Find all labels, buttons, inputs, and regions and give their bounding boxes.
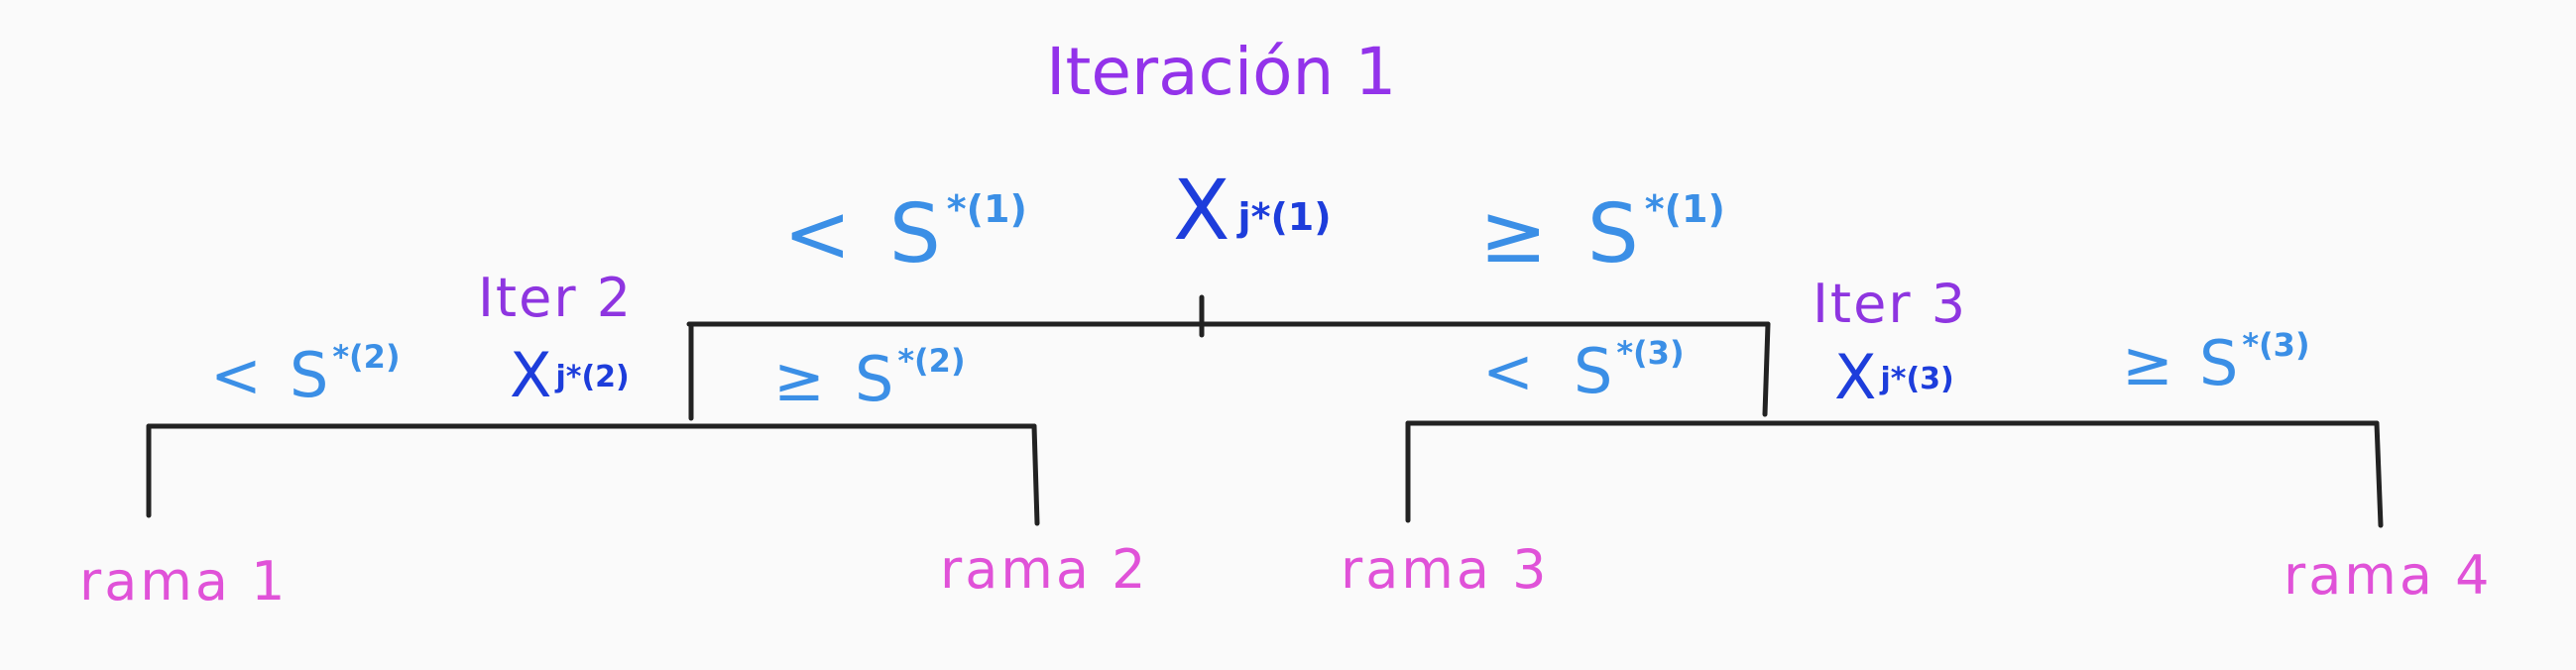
left-node-left-operator: < [210,339,262,411]
left-node-right-drop-line [1031,423,1040,526]
left-node-right-threshold-s: S [854,343,894,415]
right-node-right-operator: ≥ [2122,327,2173,399]
leaf-label: rama 1 [79,550,289,613]
root-right-threshold-s: S [1586,187,1639,281]
root-right-drop-line [1762,321,1771,417]
leaf-label: rama 3 [1341,538,1550,601]
left-node-variable-base: X [510,339,552,411]
left-node-variable: X j*(2) [510,345,630,406]
left-node-left-threshold: < S *(2) [210,339,401,411]
root-left-threshold: < S *(1) [783,187,1027,281]
right-node-variable-subscript: j*(3) [1880,362,1954,396]
right-node-left-threshold-superscript: *(3) [1616,334,1685,372]
leaf-label: rama 2 [940,538,1149,601]
right-node-iteration-label: Iter 3 [1813,273,1968,335]
left-node-variable-subscript: j*(2) [555,360,630,394]
right-node-right-threshold: ≥ S *(3) [2122,327,2310,399]
root-left-threshold-superscript: *(1) [946,187,1027,231]
root-right-threshold: ≥ S *(1) [1479,187,1725,281]
right-node-right-threshold-superscript: *(3) [2242,326,2310,364]
left-node-left-threshold-s: S [289,339,329,411]
root-left-operator: < [783,187,852,281]
diagram-title: Iteración 1 [1046,34,1397,110]
left-node-iteration-label: Iter 2 [478,267,634,329]
root-variable: X j*(1) [1173,168,1332,252]
root-variable-base: X [1173,162,1230,259]
left-node-right-threshold-superscript: *(2) [897,342,966,380]
root-right-threshold-superscript: *(1) [1644,187,1725,231]
root-left-threshold-s: S [888,187,941,281]
left-node-right-operator: ≥ [773,343,825,415]
right-node-right-drop-line [2374,420,2384,528]
right-node-left-operator: < [1482,335,1534,407]
right-node-left-threshold: < S *(3) [1482,335,1685,407]
right-node-left-threshold-s: S [1573,335,1613,407]
right-node-variable: X j*(3) [1834,347,1954,408]
left-node-left-threshold-superscript: *(2) [332,338,401,376]
right-node-variable-base: X [1834,341,1877,413]
left-node-right-threshold: ≥ S *(2) [773,343,966,415]
root-variable-subscript: j*(1) [1237,195,1332,239]
root-right-operator: ≥ [1479,187,1548,281]
right-node-right-threshold-s: S [2198,327,2239,399]
leaf-label: rama 4 [2283,544,2493,607]
